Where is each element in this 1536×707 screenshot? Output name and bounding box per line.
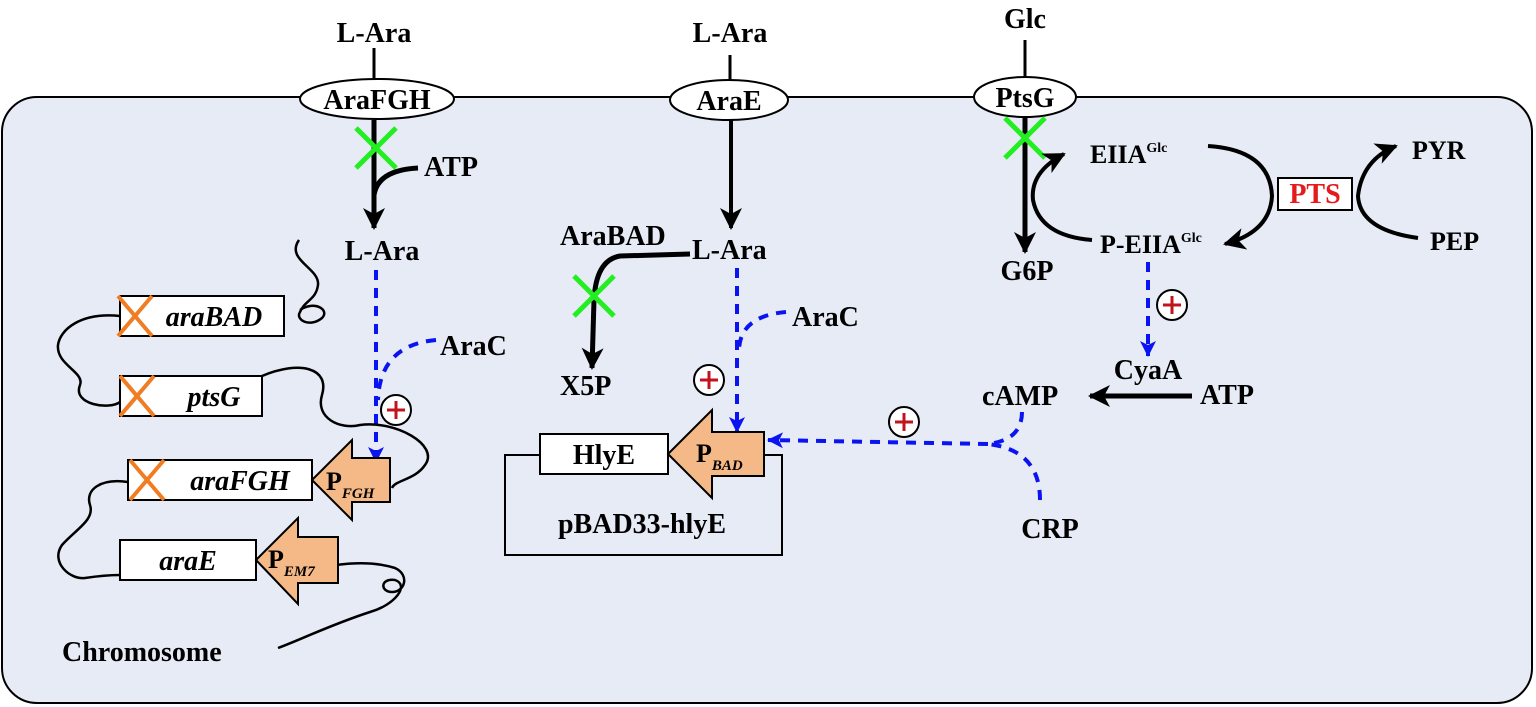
- camp-crp-activation-arrow: [767, 432, 989, 449]
- pfgh-promoter-arrow: [310, 437, 391, 523]
- pbad-promoter-arrow: [666, 407, 765, 501]
- ptsg-gene-label: ptsG: [186, 382, 241, 413]
- arabad-flux-knockout-icon: [572, 274, 616, 318]
- camp-label: cAMP: [982, 381, 1058, 412]
- g6p-label: G6P: [1001, 256, 1054, 287]
- pem7-promoter-label: PEM7: [268, 545, 315, 580]
- cyaa-label: CyaA: [1114, 355, 1183, 386]
- chromosome-dna-line: [56, 239, 429, 650]
- arac-mid-label: AraC: [792, 302, 859, 333]
- lara-left-internal-label: L-Ara: [345, 236, 420, 267]
- arae-transporter-label: AraE: [696, 86, 761, 117]
- arac-mid-activation-line: [737, 310, 787, 351]
- plus-icon: [380, 394, 412, 426]
- pyr-label: PYR: [1412, 136, 1466, 165]
- x5p-label: X5P: [560, 371, 611, 402]
- eiia-phosphorylation-arrow: [1207, 144, 1275, 250]
- glc-input-label: Glc: [1004, 4, 1046, 35]
- lara-mid-internal-label: L-Ara: [692, 235, 767, 266]
- arafgh-transporter: [299, 78, 455, 120]
- arafgh-knockout-icon: [128, 458, 166, 502]
- hlye-gene-label: HlyE: [573, 440, 635, 471]
- arafgh-flux-knockout-icon: [354, 126, 398, 170]
- ptsg-flux-knockout-icon: [1003, 116, 1047, 160]
- plasmid-name-label: pBAD33-hlyE: [558, 509, 726, 540]
- eiia-label: EIIAGlc: [1090, 140, 1167, 169]
- atp-right-label: ATP: [1200, 380, 1254, 411]
- arabad-gene-label: araBAD: [166, 302, 262, 333]
- arabad-enzyme-label: AraBAD: [560, 221, 666, 252]
- pfgh-promoter-label: PFGH: [326, 467, 376, 502]
- pts-label: PTS: [1289, 179, 1340, 210]
- plasmid-backbone: [504, 454, 783, 556]
- pts-box: [1277, 177, 1353, 211]
- ptsg-gene-box: [119, 375, 263, 417]
- plus-icon: [888, 406, 920, 438]
- pbad-promoter-label: PBAD: [696, 439, 743, 474]
- arabad-knockout-icon: [116, 294, 154, 338]
- arac-left-label: AraC: [440, 331, 507, 362]
- ptsg-transporter-label: PtsG: [995, 83, 1054, 114]
- arae-gene-label: araE: [159, 546, 217, 577]
- pep-to-pyr-arrow: [1355, 143, 1419, 240]
- lara-mid-input-label: L-Ara: [693, 18, 768, 49]
- arafgh-transporter-label: AraFGH: [323, 85, 431, 116]
- atp-consumption-curve: [371, 165, 419, 196]
- crp-activation-line: [987, 442, 1042, 501]
- arabad-degradation-arrow: [581, 251, 691, 370]
- plus-icon: [693, 364, 725, 396]
- chromosome-label: Chromosome: [62, 637, 222, 668]
- arafgh-gene-label: araFGH: [190, 466, 291, 497]
- crp-label: CRP: [1021, 514, 1079, 545]
- lara-left-input-label: L-Ara: [337, 18, 412, 49]
- eiia-dephosphorylation-arrow: [1030, 152, 1093, 242]
- camp-activation-line: [987, 411, 1024, 446]
- atp-left-label: ATP: [424, 152, 478, 183]
- plus-icon: [1156, 289, 1188, 321]
- pep-label: PEP: [1430, 227, 1479, 256]
- hlye-gene-box: [539, 433, 669, 475]
- pem7-promoter-arrow: [254, 515, 339, 607]
- peiia-label: P-EIIAGlc: [1100, 230, 1202, 259]
- ptsg-knockout-icon: [118, 374, 156, 418]
